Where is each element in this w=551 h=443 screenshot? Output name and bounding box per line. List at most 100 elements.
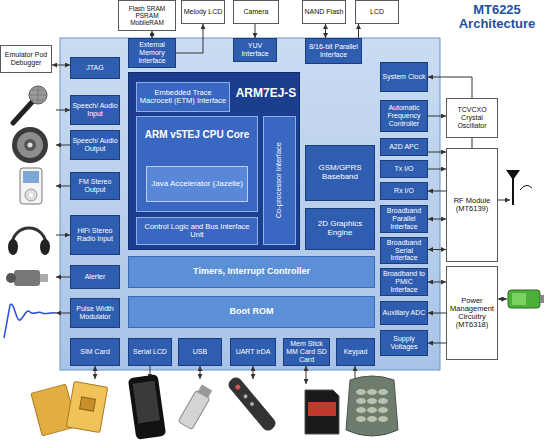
- interface-block: A2D APC: [380, 138, 428, 156]
- microphone-handle: [13, 101, 33, 123]
- leader-arrow: [355, 366, 356, 379]
- interface-block: Tx I/O: [380, 160, 428, 178]
- block-label: System Clock: [383, 73, 426, 81]
- block-label: Broadband Parallel Interface: [382, 207, 426, 230]
- block-label: Supply Voltages: [382, 335, 426, 350]
- leader-arrow: [56, 186, 70, 187]
- signal-connector: [255, 24, 256, 38]
- block-label: Mem Stick MM Card SD Card: [285, 340, 328, 363]
- block-label: Rx I/O: [394, 187, 414, 195]
- chip-outline: [60, 38, 440, 370]
- ear-cup: [40, 239, 50, 255]
- block-label: Speech/ Audio Output: [72, 137, 118, 152]
- antenna-symbol: [506, 170, 532, 205]
- external-device-box: Melody LCD: [181, 0, 225, 24]
- block-label: Broadband Serial Interface: [382, 239, 426, 262]
- block-label: Java Accelerator (Jazelle): [151, 180, 243, 189]
- signal-connector: [428, 169, 446, 170]
- interface-block: Broadband Parallel Interface: [380, 205, 428, 233]
- block-label: Automatic Frequency Controller: [382, 104, 426, 127]
- interface-block: Speech/ Audio Input: [70, 95, 120, 125]
- key: [378, 389, 388, 395]
- antenna-head: [506, 170, 520, 180]
- signal-connector: [428, 343, 446, 344]
- block-label: External Memory Interface: [130, 41, 174, 64]
- interface-block: 2D Graphics Engine: [305, 208, 375, 250]
- interface-block: Supply Voltages: [380, 330, 428, 356]
- keypad-icon: [346, 376, 398, 436]
- battery-charge: [512, 293, 526, 305]
- block-label: Embedded Trace Macrocell (ETM) Interface: [138, 89, 228, 106]
- interface-block: Speech/ Audio Output: [70, 130, 120, 160]
- block-label: Serial LCD: [133, 348, 167, 356]
- signal-connector: [176, 24, 203, 53]
- interface-block: Auxiliary ADC: [380, 301, 428, 325]
- interface-block: UART IrDA: [230, 338, 276, 366]
- key: [356, 398, 366, 404]
- leader-arrow: [306, 366, 307, 384]
- remote-button: [249, 401, 255, 407]
- interface-block: SIM Card: [70, 338, 120, 366]
- battery-terminal: [540, 295, 544, 303]
- signal-connector: [152, 31, 153, 38]
- microphone-icon: [13, 86, 47, 123]
- key: [367, 407, 377, 413]
- block-label: UART IrDA: [236, 348, 271, 356]
- remote-body: [226, 375, 278, 433]
- interface-block: Broadband Serial Interface: [380, 237, 428, 264]
- battery-icon: [508, 290, 544, 308]
- block-label: YUV Interface: [235, 42, 275, 57]
- interface-block: Pulse Width Modulator: [70, 298, 120, 328]
- phone-screen: [133, 381, 160, 424]
- key: [356, 407, 366, 413]
- interface-block: System Clock: [380, 62, 428, 92]
- block-label: Pulse Width Modulator: [72, 305, 118, 320]
- remote-button: [243, 394, 249, 400]
- external-device-box: Camera: [233, 0, 279, 24]
- block-label: Power Management Circuitry (MT6318): [448, 297, 496, 330]
- battery-body: [508, 290, 540, 308]
- interface-block: Alerter: [70, 265, 120, 289]
- interface-block: 8/16-bit Parallel Interface: [305, 38, 362, 64]
- block-label: Control Logic and Bus Interface Unit: [138, 223, 256, 240]
- interface-block: YUV Interface: [233, 38, 277, 62]
- key: [367, 416, 377, 422]
- cpu-sub-block: Co-processor Interface: [263, 116, 296, 245]
- leader-arrow: [56, 313, 70, 314]
- block-label: 2D Graphics Engine: [307, 220, 373, 238]
- block-label: GSM/GPRS Baseband: [307, 164, 373, 182]
- cpu-sub-block: Embedded Trace Macrocell (ETM) Interface: [136, 82, 230, 112]
- motor-body: [14, 270, 40, 286]
- block-label: USB: [193, 348, 207, 356]
- battery-feed: [498, 299, 507, 300]
- block-label: Timers, Interrupt Controller: [193, 267, 310, 277]
- key: [378, 416, 388, 422]
- block-label: SIM Card: [80, 348, 110, 356]
- interface-block: USB: [178, 338, 222, 366]
- block-label: Tx I/O: [394, 165, 413, 173]
- cpu-sub-block: ARM v5TEJ CPU CoreJava Accelerator (Jaze…: [136, 116, 258, 212]
- interface-block: Automatic Frequency Controller: [380, 100, 428, 132]
- block-label: LCD: [370, 8, 384, 16]
- interface-block: FM Stereo Output: [70, 172, 120, 200]
- player-screen: [23, 171, 39, 183]
- speaker-dome: [24, 139, 36, 151]
- ear-cup: [8, 239, 18, 255]
- signal-connector: [428, 249, 446, 250]
- music-player-icon: [20, 168, 42, 204]
- antenna-wave: [520, 185, 532, 190]
- leader-arrow: [253, 366, 254, 379]
- block-label: Speech/ Audio Input: [72, 102, 118, 117]
- signal-connector: [472, 138, 473, 148]
- leader-arrow: [56, 145, 70, 146]
- card-body: [305, 390, 339, 434]
- external-device-box: Emulator Pod Debugger: [0, 45, 52, 73]
- sim-card: [66, 381, 107, 432]
- block-label: Melody LCD: [184, 8, 223, 16]
- block-label: 8/16-bit Parallel Interface: [307, 43, 360, 58]
- keypad-body: [346, 376, 398, 436]
- interface-block: Serial LCD: [128, 338, 172, 366]
- external-device-box: NAND Flash: [302, 0, 346, 24]
- interface-block: HiFi Stereo Radio Input: [70, 215, 120, 255]
- shared-bus-band: Boot ROM: [128, 296, 375, 328]
